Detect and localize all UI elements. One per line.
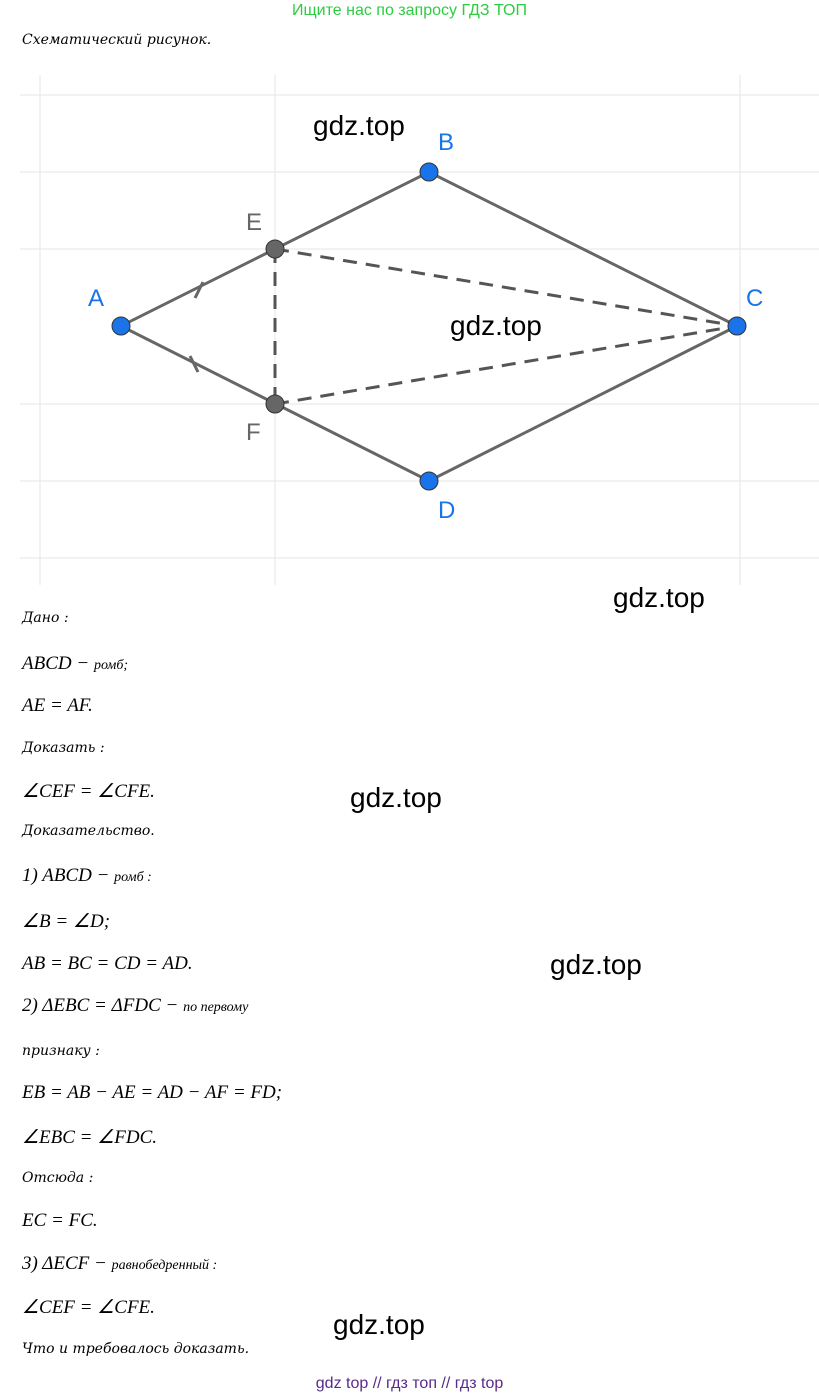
point-c [727, 316, 747, 336]
solution-line: Отсюда : [22, 1170, 93, 1186]
label-a: A [88, 285, 104, 312]
solution-line: ∠EBC = ∠FDC. [22, 1126, 157, 1149]
solution-line: 3) ΔECF − равнобедренный : [22, 1253, 217, 1275]
solution-line: AB = BC = CD = AD. [22, 953, 193, 975]
footer-links[interactable]: gdz top // гдз топ // гдз top [315, 1375, 504, 1392]
solution-line: EC = FC. [22, 1210, 98, 1232]
line-note: ромб; [93, 658, 129, 673]
solution-line: ∠CEF = ∠CFE. [22, 780, 155, 803]
label-c: C [746, 285, 763, 312]
rhombus-diagram: A B C D E F [20, 75, 819, 585]
point-b [419, 162, 439, 182]
solution-line: признаку : [22, 1043, 100, 1059]
line-text: Отсюда : [22, 1170, 94, 1186]
watermark: gdz.top [333, 1309, 425, 1340]
line-text: Доказать : [22, 740, 105, 756]
line-text: ∠CEF = ∠CFE. [22, 1297, 155, 1318]
watermark: gdz.top [613, 582, 705, 613]
watermark: gdz.top [550, 949, 642, 980]
solution-line: AE = AF. [22, 695, 93, 717]
line-text: ABCD − [22, 653, 94, 674]
solution-line: Доказать : [22, 740, 105, 756]
dashed-segments [273, 247, 738, 406]
solution-line: ∠B = ∠D; [22, 910, 110, 933]
solution-line: Дано : [22, 610, 69, 626]
line-note: ромб : [114, 870, 152, 885]
solution-line: ABCD − ромб; [22, 653, 128, 675]
line-text: ∠B = ∠D; [22, 911, 111, 932]
line-text: Что и требовалось доказать. [22, 1341, 250, 1357]
label-b: B [438, 129, 454, 156]
point-a [111, 316, 131, 336]
watermark: gdz.top [350, 782, 442, 813]
solution-line: EB = AB − AE = AD − AF = FD; [22, 1082, 282, 1104]
line-text: 1) ABCD − [22, 865, 115, 886]
line-text: EC = FC. [22, 1210, 98, 1231]
rhombus-sides [117, 170, 741, 483]
point-d [419, 471, 439, 491]
line-note: равнобедренный : [111, 1258, 218, 1273]
line-text: AE = AF. [22, 695, 93, 716]
line-note: по первому [183, 1000, 249, 1015]
watermark: gdz.top [450, 310, 542, 341]
solution-line: ∠CEF = ∠CFE. [22, 1296, 155, 1319]
label-d: D [438, 497, 455, 524]
line-text: ∠CEF = ∠CFE. [22, 781, 155, 802]
solution-line: 2) ΔEBC = ΔFDC − по первому [22, 995, 248, 1017]
label-f: F [246, 419, 261, 446]
line-text: признаку : [22, 1043, 100, 1059]
grid [20, 75, 819, 585]
solution-line: Доказательство. [22, 823, 155, 839]
line-text: AB = BC = CD = AD. [22, 953, 193, 974]
watermark: gdz.top [313, 110, 405, 141]
label-e: E [246, 209, 262, 236]
solution-line: Что и требовалось доказать. [22, 1341, 249, 1357]
line-text: EB = AB − AE = AD − AF = FD; [22, 1082, 283, 1103]
line-text: 3) ΔECF − [22, 1253, 112, 1274]
line-text: 2) ΔEBC = ΔFDC − [22, 995, 184, 1016]
line-text: ∠EBC = ∠FDC. [22, 1127, 158, 1148]
point-e [265, 239, 285, 259]
solution-line: 1) ABCD − ромб : [22, 865, 152, 887]
search-banner[interactable]: Ищите нас по запросу ГДЗ ТОП [292, 2, 527, 19]
point-f [265, 394, 285, 414]
line-text: Дано : [22, 610, 69, 626]
line-text: Доказательство. [22, 823, 155, 839]
figure-caption: Схематический рисунок. [22, 32, 212, 48]
